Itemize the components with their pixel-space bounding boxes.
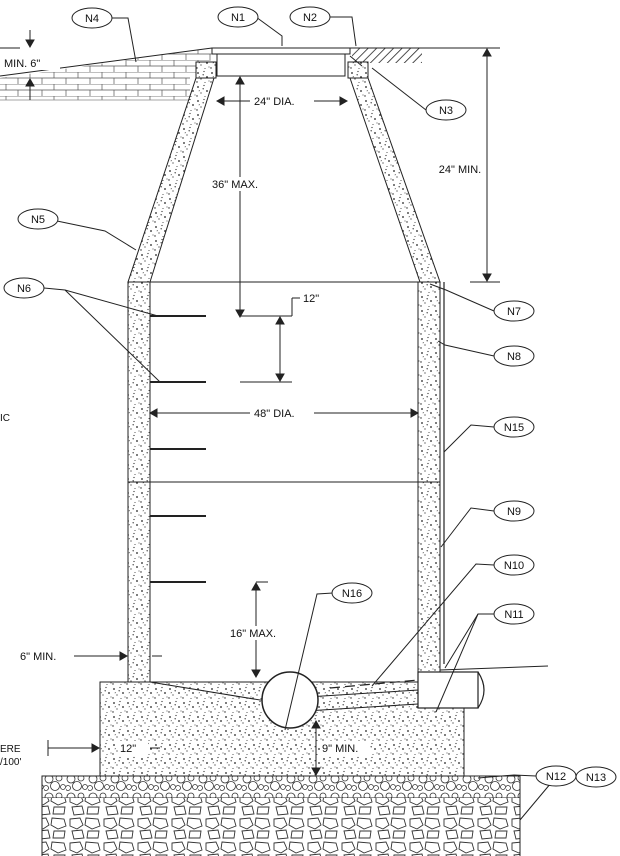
- dim-6-min-wall: 6" MIN.: [20, 651, 56, 663]
- callout-n4-bubble: [71, 7, 113, 29]
- dim-9-min: 9" MIN.: [322, 743, 358, 755]
- callout-n7: N7: [507, 306, 521, 318]
- callout-n5-bubble: [17, 208, 59, 230]
- ground-surface-right: [348, 47, 500, 63]
- dim-12-footing: 12": [120, 743, 136, 755]
- leader-lines: [43, 16, 577, 821]
- barrel-walls: [127, 281, 445, 683]
- callout-n6: N6: [17, 283, 31, 295]
- dim-16-max: 16" MAX.: [230, 628, 276, 640]
- callout-n16: N16: [342, 588, 362, 600]
- callout-n3-bubble: [425, 99, 467, 121]
- cutoff-text-ere: ERE: [0, 744, 21, 755]
- dim-12-spacing: 12": [303, 293, 319, 305]
- callout-n8: N8: [507, 351, 521, 363]
- callout-n16-bubble: [331, 582, 373, 604]
- callout-n10: N10: [504, 560, 524, 572]
- callout-n15: N15: [504, 422, 524, 434]
- callout-n1: N1: [231, 12, 245, 24]
- dim-24-min: 24" MIN.: [439, 164, 481, 176]
- callout-n11: N11: [504, 609, 523, 621]
- gravel-bedding: [41, 775, 521, 799]
- callout-n5: N5: [31, 214, 45, 226]
- dim-min-6: MIN. 6": [4, 58, 40, 70]
- callout-n4: N4: [85, 13, 99, 25]
- callout-n2-bubble: [289, 6, 331, 28]
- callout-n12: N12: [546, 771, 566, 783]
- callout-n1-bubble: [217, 6, 259, 28]
- dim-24-dia: 24" DIA.: [254, 96, 295, 108]
- pipes: [261, 665, 549, 729]
- callout-bubbles: [3, 6, 617, 788]
- callout-n9: N9: [507, 506, 521, 518]
- callout-n13-bubble: [575, 766, 617, 788]
- manhole-frame-cover: [195, 47, 369, 79]
- callout-n9-bubble: [493, 500, 535, 522]
- callout-n11-bubble: [493, 603, 535, 625]
- callout-n7-bubble: [493, 300, 535, 322]
- callout-n8-bubble: [493, 345, 535, 367]
- cone-section: [127, 77, 441, 283]
- callout-n10-bubble: [493, 554, 535, 576]
- dim-48-dia: 48" DIA.: [254, 408, 295, 420]
- cutoff-text-100: /100': [0, 757, 21, 768]
- callout-n13: N13: [586, 772, 606, 784]
- dim-36-max: 36" MAX.: [212, 179, 258, 191]
- manhole-steps: [150, 315, 206, 583]
- callout-n6-bubble: [3, 277, 45, 299]
- ground-surface-left: [0, 47, 213, 101]
- callout-n3: N3: [439, 105, 453, 117]
- cutoff-text-ic: IC: [0, 413, 10, 424]
- callout-n2: N2: [303, 12, 317, 24]
- callout-n15-bubble: [493, 416, 535, 438]
- stone-subgrade: [41, 798, 521, 856]
- dimension-lines: [0, 30, 500, 777]
